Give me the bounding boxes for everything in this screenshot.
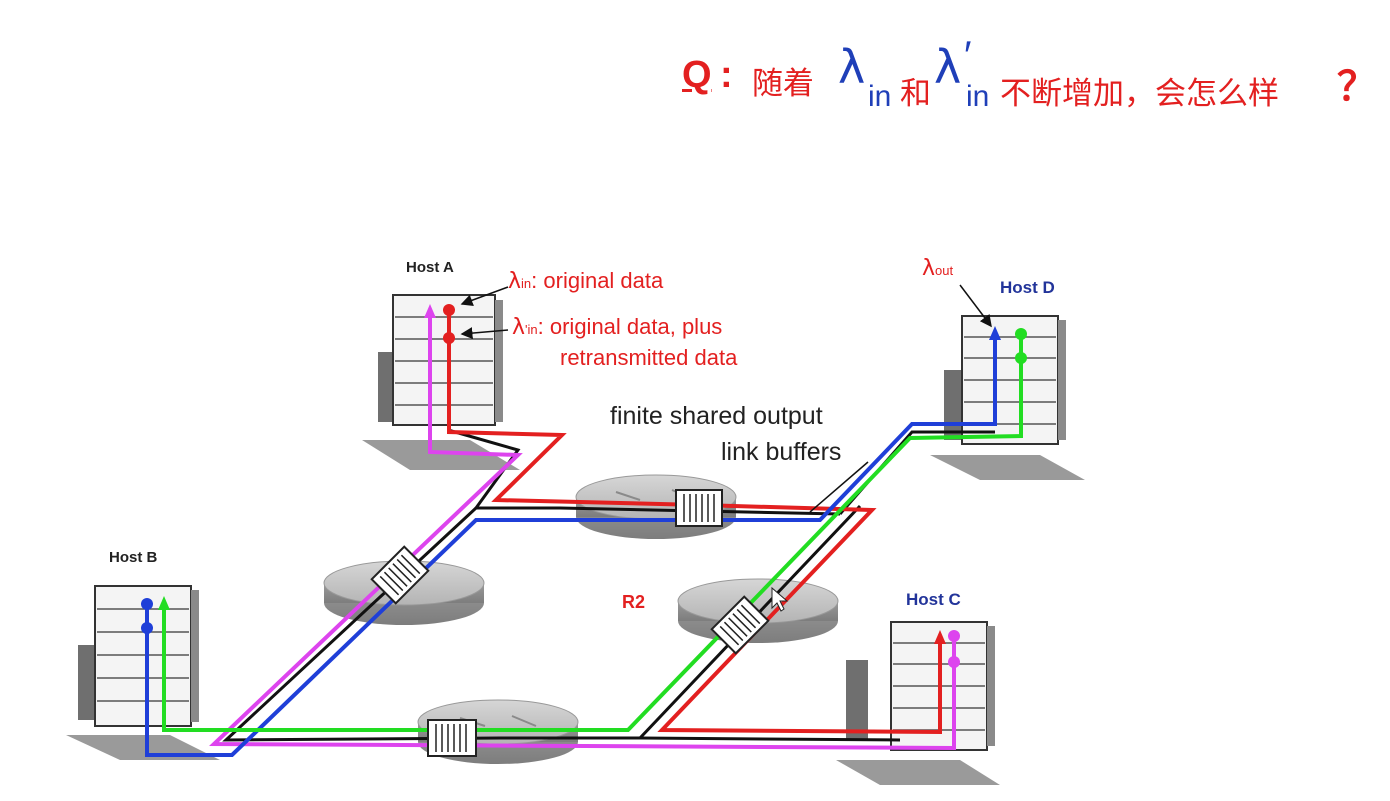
lambda-out-pointer <box>959 284 992 328</box>
router-r2-label: R2 <box>622 592 646 612</box>
host-a-label: Host A <box>406 259 454 276</box>
lambda-out-annotation: λout <box>922 256 953 281</box>
original-data-text: : original data <box>531 268 664 293</box>
lambda-symbol: λ <box>508 269 522 294</box>
lambda-in-prime-symbol: λ <box>934 40 962 94</box>
black-links <box>222 428 995 742</box>
lambda-prime-subscript-in: in <box>527 322 538 337</box>
original-plus-text: : original data, plus <box>537 314 723 339</box>
question-label: Q <box>682 54 712 96</box>
host-c-computer <box>836 621 1000 785</box>
mouse-cursor-icon <box>771 586 789 612</box>
host-c-label: Host C <box>906 590 961 609</box>
magenta-flow <box>209 314 956 751</box>
lambda-subscript-in: in <box>521 276 532 291</box>
buffer-bottom <box>427 719 477 757</box>
lambda-in-prime-pointer <box>460 327 509 340</box>
lambda-in-annotation: λin: original data <box>508 268 663 294</box>
question-text-before: 随着 <box>752 66 814 102</box>
question-text-and: 和 <box>900 76 931 112</box>
buffer-top <box>675 489 723 527</box>
lambda-in-subscript: in <box>868 80 892 113</box>
lambda-prime-symbol: λ <box>512 315 526 340</box>
lambda-in-symbol: λ <box>838 40 866 94</box>
host-a-computer <box>362 294 520 470</box>
host-b-computer <box>66 585 220 760</box>
blue-flow <box>145 332 997 757</box>
lambda-out-symbol: λ <box>922 256 936 281</box>
host-b-label: Host B <box>109 549 158 566</box>
lambda-in-prime-subscript: in <box>966 80 990 113</box>
lambda-subscript-out: out <box>935 263 954 278</box>
question-colon: : <box>720 54 733 96</box>
lambda-prime-mark-small: ' <box>525 322 528 337</box>
lambda-in-prime-annotation: λ'in: original data, plus <box>512 314 722 340</box>
lambda-in-pointer <box>460 286 509 306</box>
buffers-text-line1: finite shared output <box>610 402 823 430</box>
buffer-r2 <box>710 595 770 655</box>
host-d-label: Host D <box>1000 278 1055 297</box>
buffers-pointer <box>809 461 869 513</box>
question-text-after: 不断增加，会怎么样 <box>1000 76 1279 112</box>
lambda-prime-mark: ′ <box>964 34 972 78</box>
buffers-text-line2: link buffers <box>721 438 842 466</box>
flow-endpoints <box>141 304 1027 668</box>
host-d-computer <box>930 315 1085 480</box>
question-mark: ？ <box>1337 65 1377 109</box>
buffer-left <box>370 545 430 605</box>
retransmitted-data-text: retransmitted data <box>560 345 738 370</box>
green-flow <box>162 334 1023 732</box>
